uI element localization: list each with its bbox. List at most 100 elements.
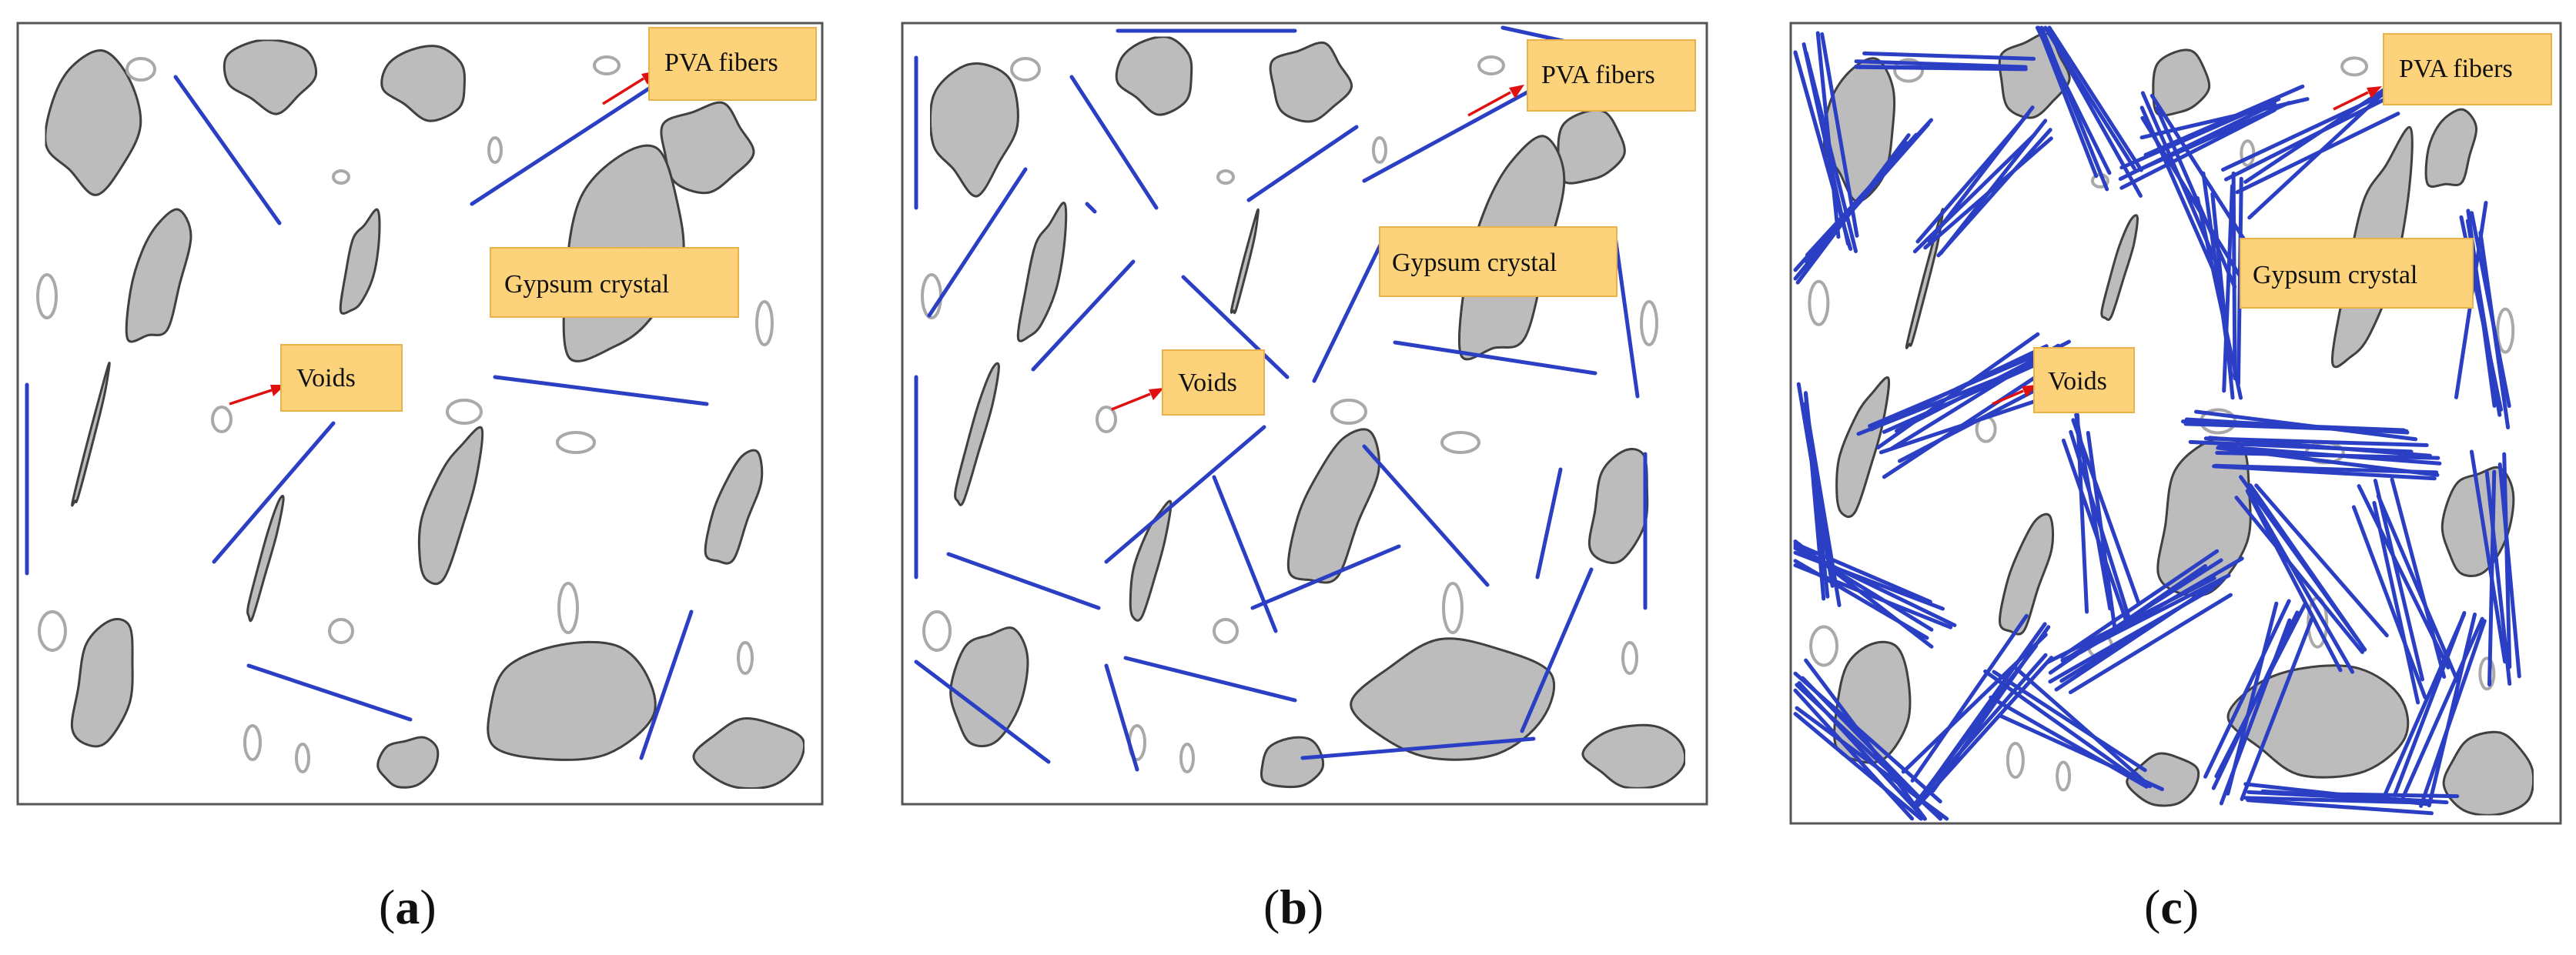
pva-fibers-arrow bbox=[2333, 91, 2369, 111]
pva-fiber bbox=[1854, 65, 2028, 72]
gypsum-crystal bbox=[2100, 214, 2139, 321]
pva-fiber bbox=[2047, 25, 2143, 172]
pva-fiber bbox=[1031, 259, 1136, 372]
pva-fiber bbox=[1939, 119, 2048, 255]
pva-fiber bbox=[2203, 599, 2291, 779]
label-group: PVA fibers Gypsum crystal Voids bbox=[229, 27, 817, 412]
pva-fiber bbox=[1820, 32, 1859, 238]
voids-text: Voids bbox=[2048, 367, 2107, 396]
voids-box bbox=[2033, 347, 2135, 413]
voids-arrow bbox=[1992, 389, 2024, 406]
pva-fiber bbox=[2217, 444, 2442, 466]
caption-letter: a bbox=[395, 880, 420, 934]
pva-fiber bbox=[2401, 616, 2484, 800]
pva-fiber bbox=[1069, 75, 1159, 210]
pva-fibers-text: PVA fibers bbox=[1541, 61, 1655, 89]
pva-fiber bbox=[2248, 483, 2367, 652]
void bbox=[1330, 399, 1367, 425]
pva-fiber bbox=[1992, 670, 2147, 773]
pva-fiber bbox=[212, 421, 336, 564]
gypsum-crystal bbox=[70, 618, 134, 748]
pva-fiber bbox=[2427, 612, 2477, 808]
pva-fibers-box bbox=[1527, 39, 1696, 112]
pva-fiber bbox=[1868, 348, 2050, 429]
pva-fibers-arrow-head bbox=[1509, 85, 1524, 99]
voids-arrow bbox=[1111, 392, 1151, 411]
void bbox=[1216, 169, 1235, 185]
pva-fiber bbox=[2184, 417, 2410, 435]
pva-fibers-text: PVA fibers bbox=[664, 48, 778, 77]
void bbox=[1010, 57, 1041, 82]
void bbox=[1809, 625, 1839, 667]
pva-fiber bbox=[2224, 96, 2388, 182]
caption-letter: b bbox=[1280, 880, 1307, 934]
pva-fiber bbox=[1123, 656, 1297, 703]
gypsum-crystal bbox=[1587, 448, 1649, 564]
pva-fiber bbox=[2046, 576, 2216, 664]
void bbox=[332, 169, 350, 185]
gypsum-crystal bbox=[949, 626, 1029, 748]
pva-fiber bbox=[1997, 713, 2164, 792]
pva-fibers-label: PVA fibers bbox=[1467, 39, 1696, 117]
caption-close-paren: ) bbox=[1307, 880, 1323, 934]
pva-fiber bbox=[1312, 236, 1386, 383]
gypsum-crystal-label: Gypsum crystal bbox=[2240, 238, 2474, 309]
caption-open-paren: ( bbox=[1263, 880, 1280, 934]
pva-fibers-arrow-head bbox=[2367, 86, 2382, 99]
gypsum-crystal bbox=[704, 449, 764, 565]
pva-fiber bbox=[1854, 59, 2028, 69]
pva-fiber bbox=[1250, 544, 1401, 610]
void bbox=[1179, 743, 1195, 773]
pva-fiber bbox=[1856, 360, 2040, 436]
void bbox=[2496, 307, 2515, 354]
gypsum-crystal bbox=[2442, 730, 2535, 816]
gypsum-crystal bbox=[1350, 637, 1556, 761]
pva-fibers-text: PVA fibers bbox=[2399, 55, 2513, 83]
gypsum-crystal-box bbox=[1379, 226, 1618, 297]
pva-fiber bbox=[1362, 444, 1490, 587]
gypsum-crystal-group bbox=[1822, 32, 2535, 816]
gypsum-crystal bbox=[125, 208, 192, 343]
gypsum-crystal bbox=[339, 208, 381, 315]
pva-fiber bbox=[2188, 439, 2414, 454]
pva-fiber bbox=[2247, 92, 2385, 220]
panel-b: PVA fibers Gypsum crystal Voids bbox=[901, 22, 1708, 806]
void bbox=[1893, 58, 1925, 83]
gypsum-crystal bbox=[1581, 723, 1687, 790]
pva-fibers-arrow bbox=[602, 77, 644, 105]
pva-fiber bbox=[1300, 736, 1536, 760]
pva-fiber bbox=[246, 663, 413, 722]
pva-fiber bbox=[2376, 494, 2461, 685]
void-group bbox=[36, 55, 774, 773]
pva-fiber bbox=[1801, 676, 1942, 821]
void bbox=[1096, 406, 1117, 433]
pva-fiber bbox=[2119, 97, 2281, 170]
gypsum-crystal bbox=[417, 426, 484, 586]
caption-open-paren: ( bbox=[2144, 880, 2160, 934]
void bbox=[2340, 56, 2369, 77]
gypsum-crystal bbox=[376, 736, 440, 789]
pva-fiber bbox=[1793, 688, 1915, 821]
pva-fiber bbox=[927, 167, 1028, 318]
void bbox=[1621, 641, 1638, 675]
gypsum-crystal bbox=[1115, 35, 1193, 116]
pva-fiber bbox=[2214, 601, 2307, 779]
pva-fiber bbox=[470, 86, 651, 206]
pva-fiber bbox=[2478, 230, 2511, 430]
pva-fiber bbox=[1612, 229, 1640, 399]
pva-fiber bbox=[2047, 32, 2143, 198]
pva-fibers-box bbox=[2383, 33, 2552, 105]
pva-fiber bbox=[2243, 796, 2432, 805]
pva-fiber bbox=[2390, 477, 2447, 680]
pva-fiber bbox=[2250, 495, 2355, 674]
pva-fiber bbox=[1797, 681, 1927, 821]
gypsum-crystal bbox=[1269, 41, 1353, 123]
void bbox=[1372, 136, 1387, 164]
void bbox=[1808, 279, 1830, 326]
pva-fibers-label: PVA fibers bbox=[2333, 33, 2552, 111]
pva-fiber bbox=[2260, 789, 2449, 805]
caption-b: (b) bbox=[1263, 880, 1323, 934]
pva-fiber bbox=[173, 75, 282, 225]
gypsum-crystal bbox=[692, 717, 806, 790]
